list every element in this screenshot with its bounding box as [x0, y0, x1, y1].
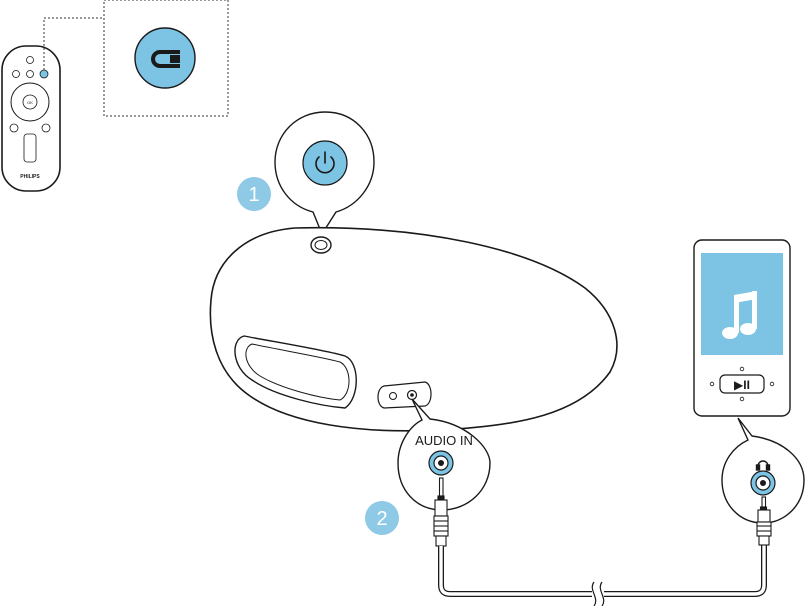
- remote-brand: PHILIPS: [20, 174, 40, 180]
- play-pause-icon: ▶II: [734, 378, 750, 392]
- portable-player: ▶II: [694, 240, 790, 416]
- remote-source-button: [40, 70, 48, 78]
- audio-cable: [441, 544, 764, 606]
- step-number-2: 2: [376, 508, 387, 530]
- input-source-icon: [135, 28, 195, 88]
- audio-in-label: AUDIO IN: [415, 433, 473, 448]
- step-badge-2: 2: [365, 501, 399, 535]
- step-number-1: 1: [248, 184, 259, 206]
- remote-ok-label: OK: [27, 100, 33, 105]
- step-badge-1: 1: [237, 177, 271, 211]
- remote-control: OK PHILIPS: [2, 46, 60, 191]
- power-callout: [275, 112, 374, 234]
